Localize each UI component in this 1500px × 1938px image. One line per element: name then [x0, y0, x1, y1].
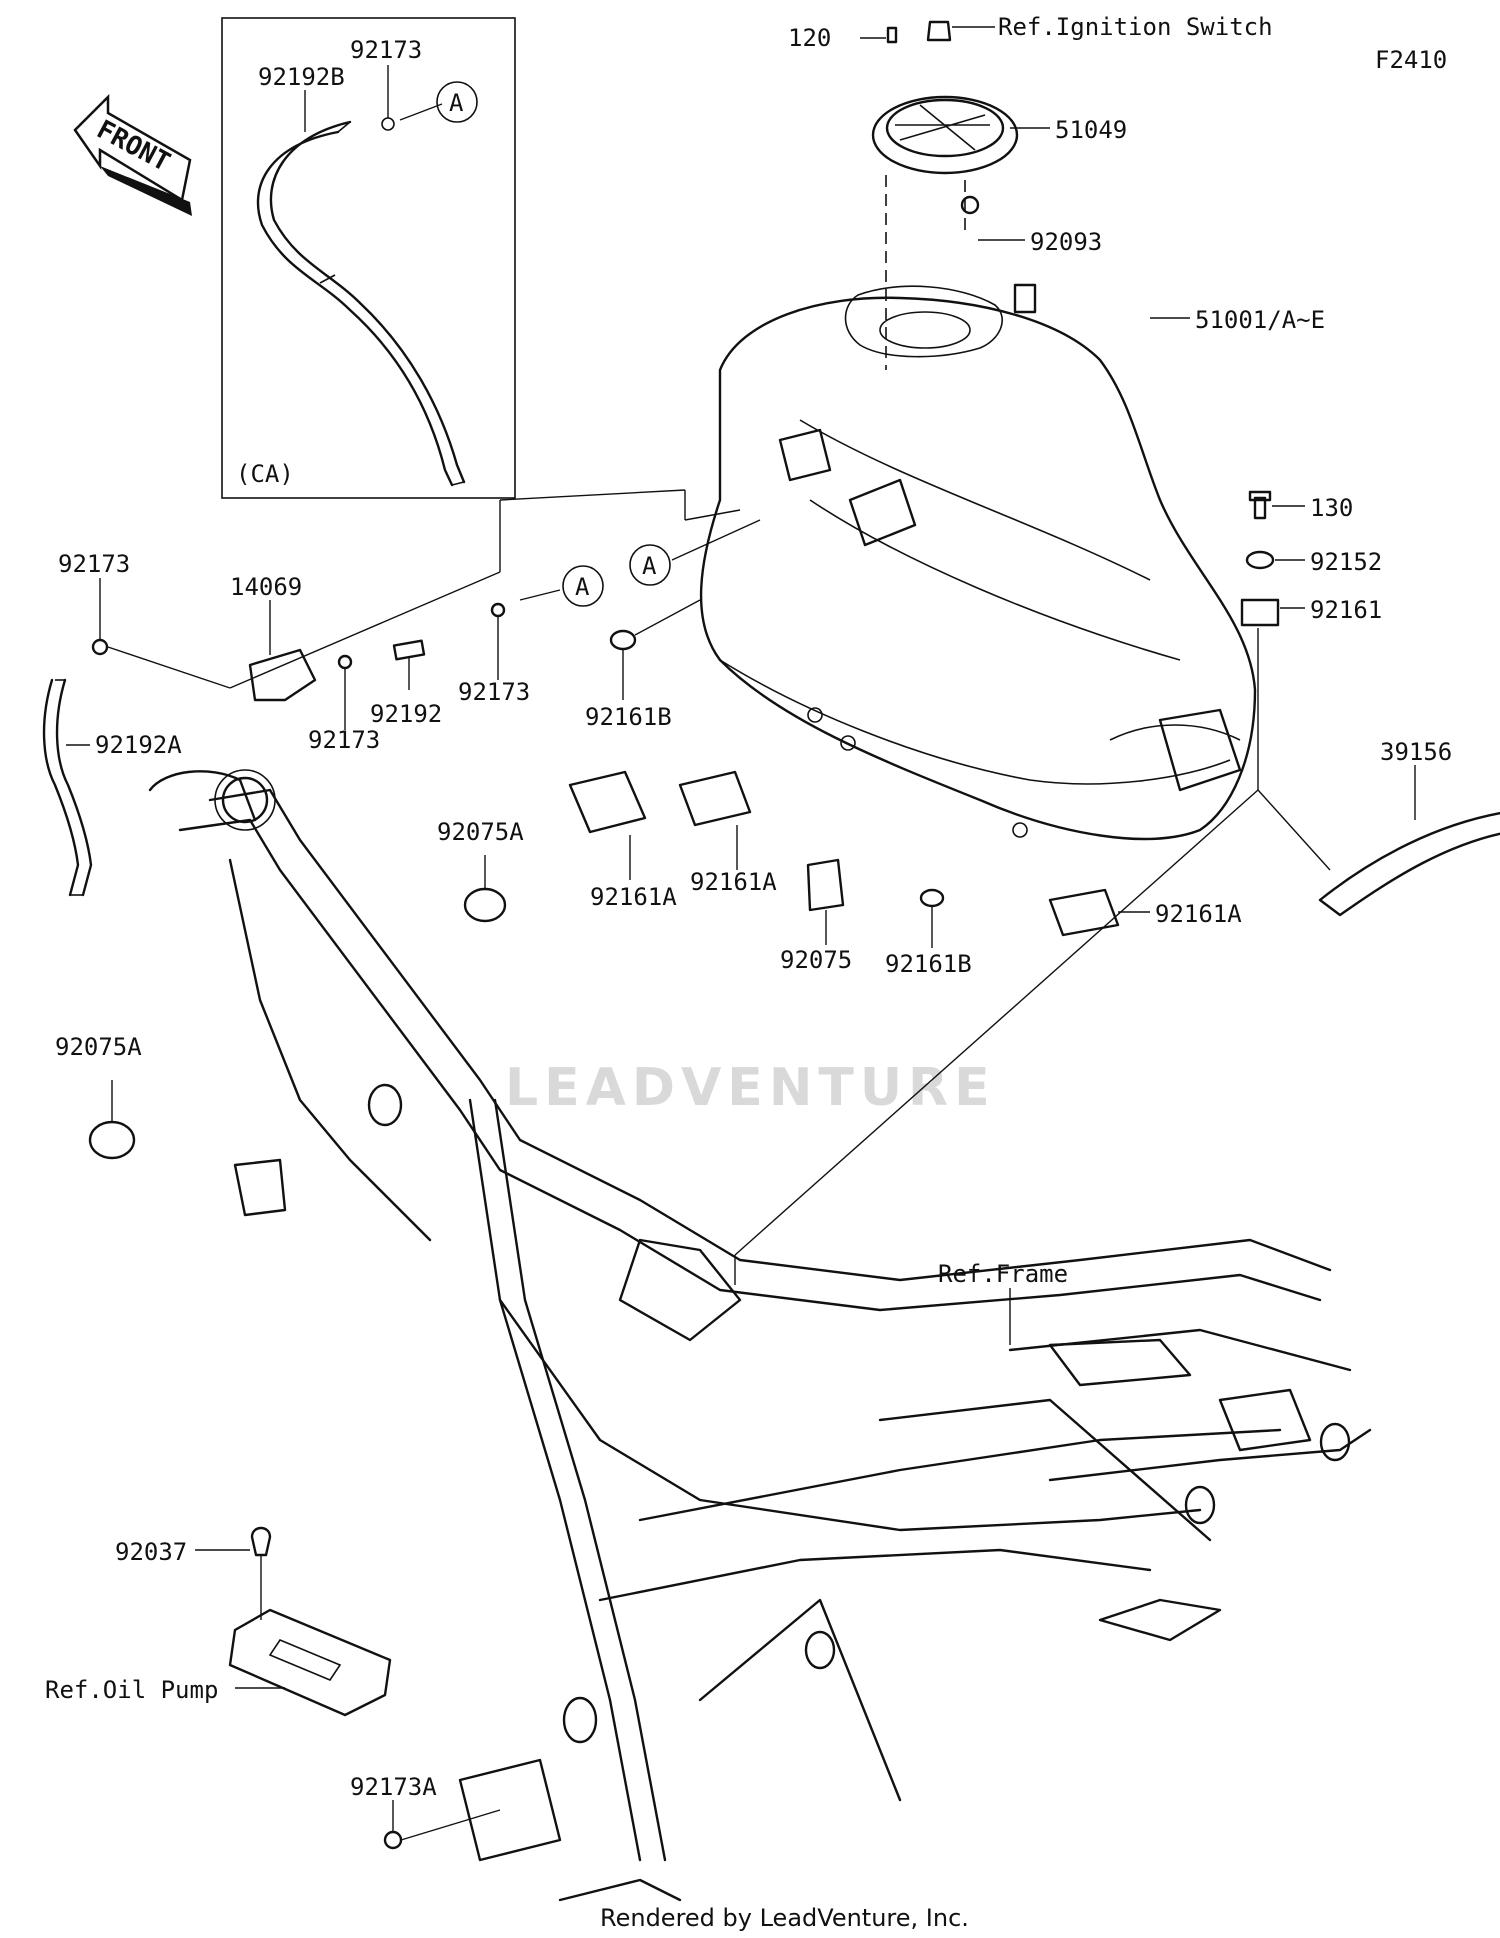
- label-ref-a-mid: A: [575, 573, 590, 601]
- oil-pump-bracket: [195, 1526, 392, 1717]
- pad-39156: [1318, 812, 1500, 917]
- watermark: LEADVENTURE: [505, 1058, 996, 1118]
- frame: [148, 769, 1372, 1902]
- label-92192: 92192: [370, 700, 442, 728]
- label-ref-a-tank: A: [642, 552, 657, 580]
- label-92173-mid: 92173: [458, 678, 530, 706]
- tank-mount-hardware: [1240, 490, 1305, 790]
- vent-hose-system: [42, 489, 761, 897]
- label-92161A-3: 92161A: [1155, 900, 1242, 928]
- label-92161B-left: 92161B: [585, 703, 672, 731]
- label-92161A-1: 92161A: [590, 883, 677, 911]
- inset-label-clip: 92173: [350, 36, 422, 64]
- fuel-tank: [699, 283, 1257, 841]
- label-92173A: 92173A: [350, 1773, 437, 1801]
- inset-label-hose: 92192B: [258, 63, 345, 91]
- label-ref-ignition-switch: Ref.Ignition Switch: [998, 13, 1273, 41]
- label-92037: 92037: [115, 1538, 187, 1566]
- fuel-cap-assembly: [860, 20, 1050, 370]
- inset-ref-a: A: [449, 89, 464, 117]
- label-92173-left: 92173: [58, 550, 130, 578]
- nut-92173A: [383, 1800, 501, 1850]
- label-92152: 92152: [1310, 548, 1382, 576]
- label-fuel-tank: 51001/A~E: [1195, 306, 1325, 334]
- label-ref-frame: Ref.Frame: [938, 1260, 1068, 1288]
- label-130: 130: [1310, 494, 1353, 522]
- label-39156: 39156: [1380, 738, 1452, 766]
- label-14069: 14069: [230, 573, 302, 601]
- diagram-code: F2410: [1375, 46, 1447, 74]
- label-ref-oil-pump: Ref.Oil Pump: [45, 1676, 218, 1704]
- tank-grommets: [88, 599, 1150, 1160]
- label-92075A-left: 92075A: [55, 1033, 142, 1061]
- label-92192A: 92192A: [95, 731, 182, 759]
- label-92161A-2: 92161A: [690, 868, 777, 896]
- inset-variant: (CA): [236, 460, 294, 488]
- label-92093: 92093: [1030, 228, 1102, 256]
- ca-inset: A 92173 92192B (CA): [221, 17, 516, 499]
- label-120: 120: [788, 24, 831, 52]
- footer-credit: Rendered by LeadVenture, Inc.: [600, 1904, 969, 1932]
- label-92075A-top: 92075A: [437, 818, 524, 846]
- label-51049: 51049: [1055, 116, 1127, 144]
- label-92161: 92161: [1310, 596, 1382, 624]
- front-arrow-icon: FRONT: [73, 93, 192, 216]
- label-92173-low: 92173: [308, 726, 380, 754]
- label-92161B-right: 92161B: [885, 950, 972, 978]
- label-92075: 92075: [780, 946, 852, 974]
